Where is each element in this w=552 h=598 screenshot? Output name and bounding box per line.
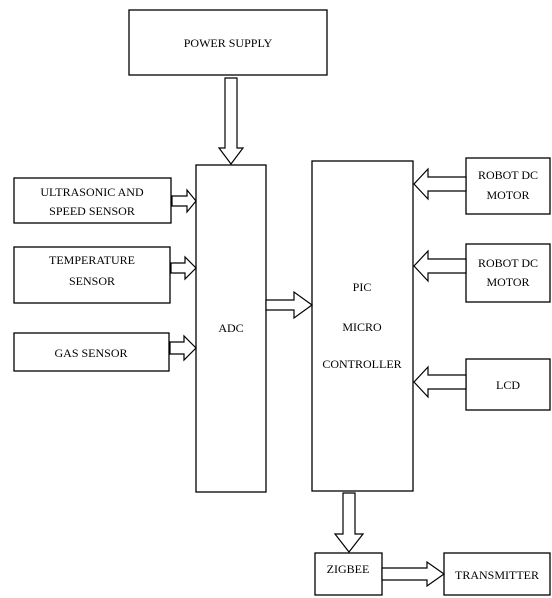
pic-label-line2: MICRO: [342, 320, 382, 334]
arrow-gas-to-adc: [169, 334, 197, 362]
zigbee-block: [314, 552, 383, 596]
pic-label-line1: PIC: [353, 280, 372, 294]
ultrasonic-label-line2: SPEED SENSOR: [49, 204, 135, 218]
temperature-label-line2: SENSOR: [69, 274, 115, 288]
arrow-motor1-to-pic: [413, 167, 467, 201]
adc-label: ADC: [218, 321, 243, 335]
arrow-adc-to-pic: [265, 290, 314, 320]
arrow-pic-to-zigbee: [333, 492, 365, 553]
robot-dc-motor-2-block: [465, 243, 551, 303]
power-supply-block: [128, 9, 328, 76]
motor2-label-line2: MOTOR: [486, 275, 529, 289]
transmitter-label: TRANSMITTER: [455, 568, 539, 582]
motor1-label-line2: MOTOR: [486, 188, 529, 202]
arrow-lcd-to-pic: [413, 365, 467, 399]
temperature-sensor-block: [13, 246, 171, 304]
power-supply-label: POWER SUPPLY: [184, 36, 273, 50]
arrow-motor2-to-pic: [413, 249, 467, 283]
robot-dc-motor-1-block: [465, 157, 551, 215]
arrow-temperature-to-adc: [170, 255, 197, 281]
motor1-label-line1: ROBOT DC: [478, 168, 538, 182]
gas-sensor-label: GAS SENSOR: [54, 346, 127, 360]
gas-sensor-block: [13, 332, 170, 372]
zigbee-label: ZIGBEE: [327, 562, 370, 576]
pic-microcontroller-block: [311, 160, 414, 492]
ultrasonic-speed-sensor-block: [13, 177, 172, 224]
ultrasonic-label-line1: ULTRASONIC AND: [40, 185, 144, 199]
pic-label-line3: CONTROLLER: [322, 357, 401, 371]
lcd-label: LCD: [496, 378, 520, 392]
arrow-zigbee-to-transmitter: [381, 560, 446, 588]
lcd-block: [465, 358, 551, 411]
motor2-label-line1: ROBOT DC: [478, 256, 538, 270]
temperature-label-line1: TEMPERATURE: [49, 253, 135, 267]
arrow-power-to-adc: [217, 77, 245, 165]
adc-block: [195, 164, 267, 493]
arrow-ultrasonic-to-adc: [171, 188, 197, 214]
